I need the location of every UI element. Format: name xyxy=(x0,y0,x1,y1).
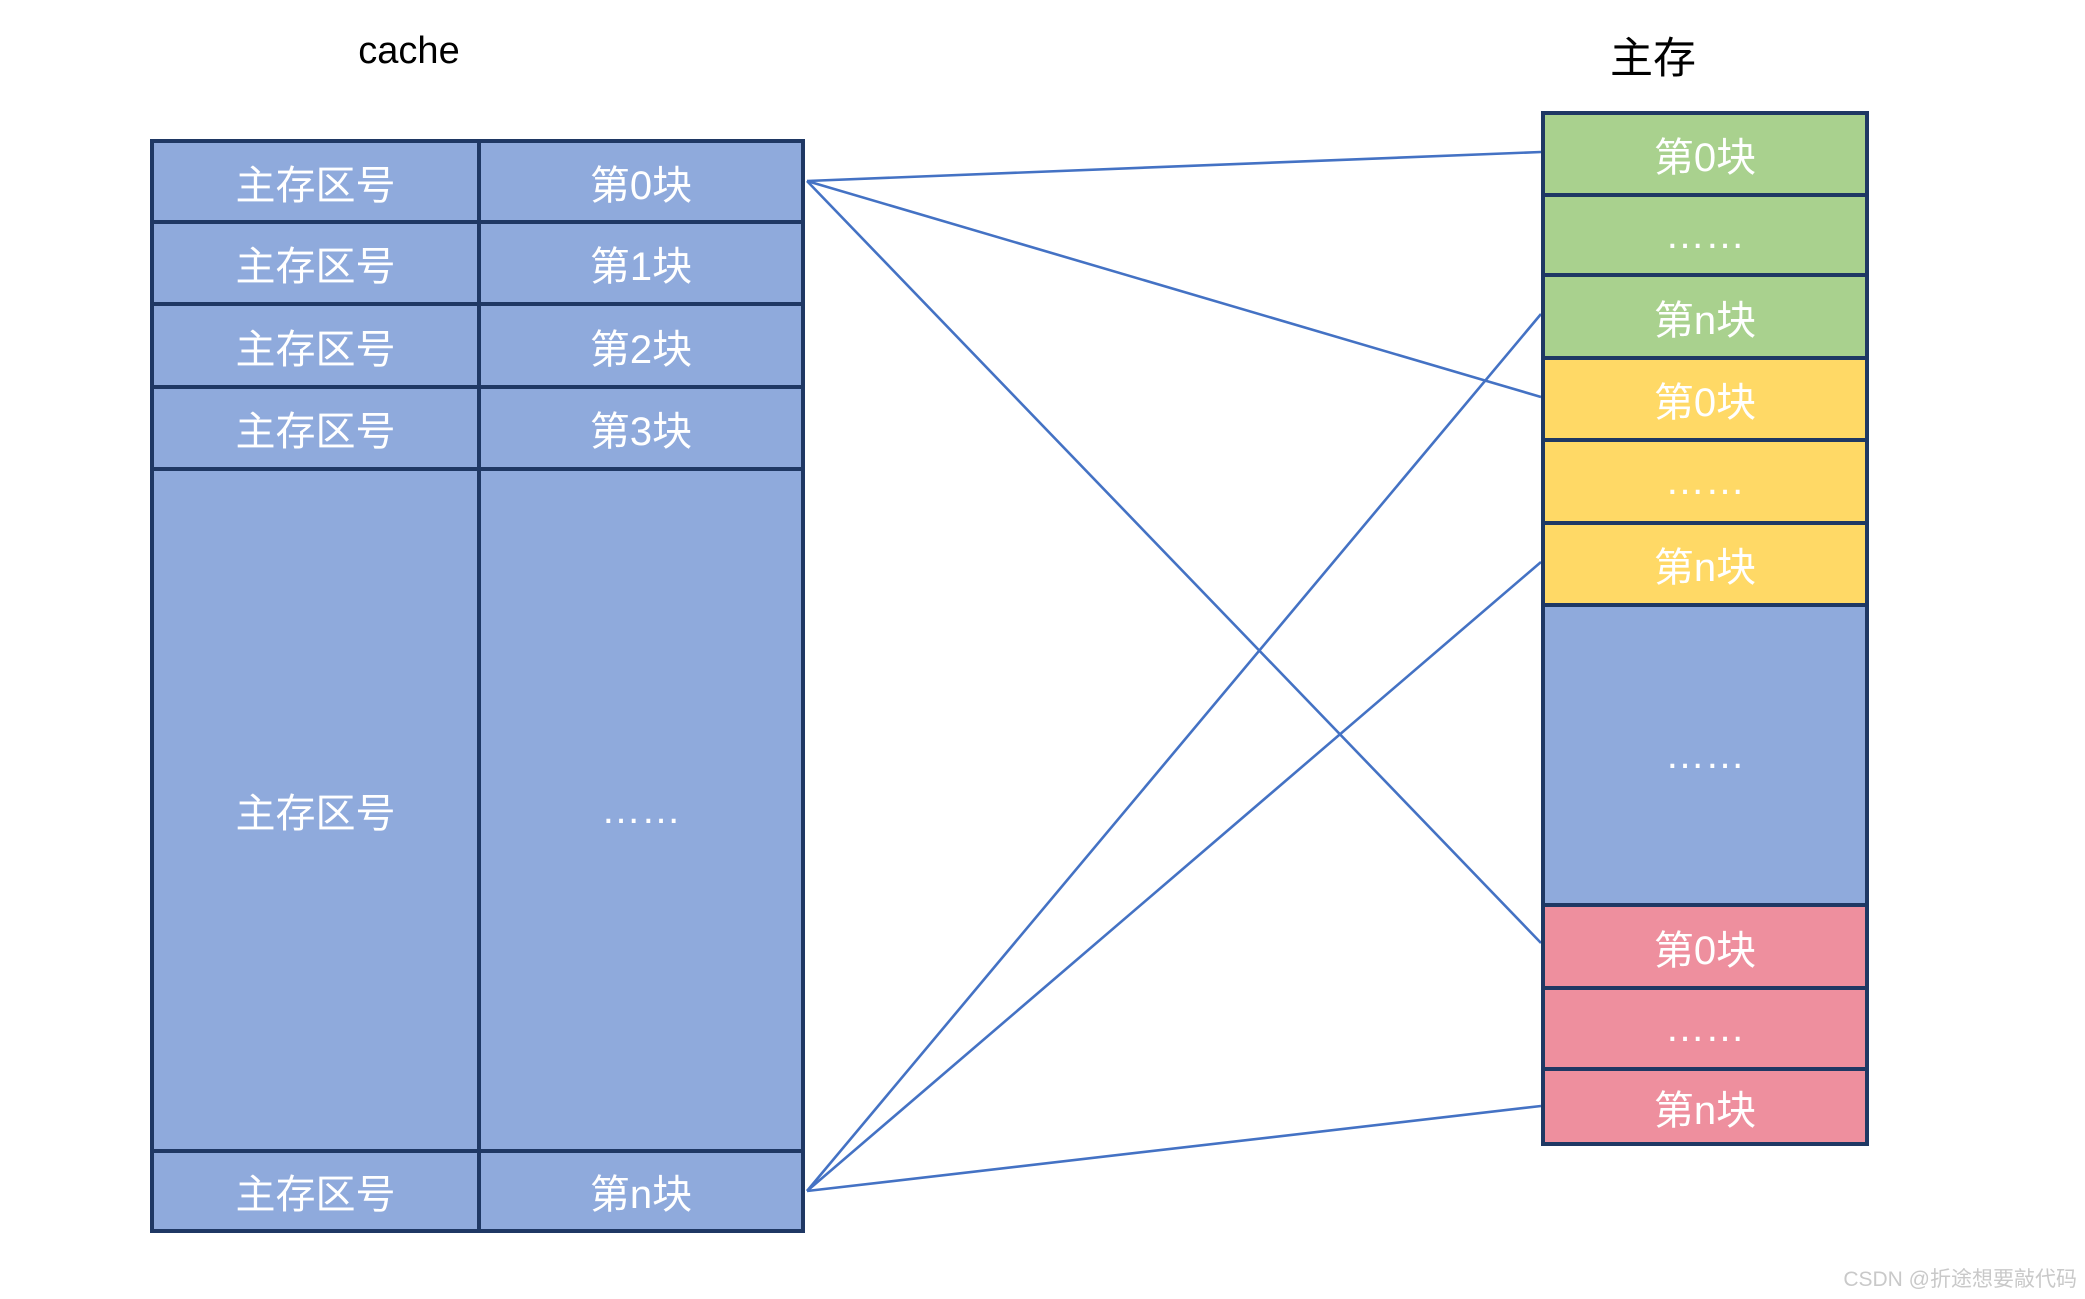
cache-block-label: 第1块 xyxy=(589,245,693,289)
cache-block-label: 第2块 xyxy=(589,327,693,372)
memory-pink-block-0: 第0块 xyxy=(1545,907,1865,990)
memory-yellow-block-0: 第0块 xyxy=(1545,360,1865,442)
memory-green-block-0: 第0块 xyxy=(1545,115,1865,197)
cache-row-block-1: 主存区号 第1块 xyxy=(154,224,801,306)
memory-yellow-block-n: 第n块 xyxy=(1545,525,1865,607)
mapping-line-cache-block-0-to-memory-yellow-block-0 xyxy=(806,179,1542,399)
cache-title: cache xyxy=(358,30,460,72)
mapping-line-cache-block-n-to-memory-pink-block-n xyxy=(806,1104,1542,1193)
memory-blue-ellipsis: …… xyxy=(1545,607,1865,907)
cache-area-label: 主存区号 xyxy=(154,389,481,467)
mapping-line-cache-block-0-to-memory-green-block-0 xyxy=(806,150,1542,183)
main-memory-column: 第0块 …… 第n块 第0块 …… 第n块 …… 第0块 …… 第n块 xyxy=(1541,111,1869,1146)
cache-row-ellipsis: 主存区号 …… xyxy=(154,471,801,1153)
cache-row-block-n: 主存区号 第n块 xyxy=(154,1153,801,1229)
cache-block-label: 第0块 xyxy=(589,163,693,208)
cache-block-label: 第3块 xyxy=(589,410,693,454)
main-memory-title: 主存 xyxy=(1610,35,1696,83)
memory-green-block-n: 第n块 xyxy=(1545,277,1865,360)
cache-area-label: 主存区号 xyxy=(154,143,481,220)
cache-row-block-2: 主存区号 第2块 xyxy=(154,306,801,389)
cache-area-label: 主存区号 xyxy=(154,224,481,302)
memory-yellow-ellipsis: …… xyxy=(1545,442,1865,525)
csdn-watermark: CSDN @折途想要敲代码 xyxy=(1843,1268,2077,1291)
cache-table: 主存区号 第0块 主存区号 第1块 主存区号 第2块 主存区号 第3块 主存区号… xyxy=(150,139,805,1233)
cache-area-label: 主存区号 xyxy=(154,1153,481,1229)
cache-block-label: …… xyxy=(601,787,681,832)
cache-area-label: 主存区号 xyxy=(154,306,481,385)
mapping-line-cache-block-n-to-memory-green-block-n xyxy=(806,313,1542,1192)
memory-pink-ellipsis: …… xyxy=(1545,990,1865,1071)
cache-block-label: 第n块 xyxy=(589,1173,693,1217)
cache-row-block-0: 主存区号 第0块 xyxy=(154,143,801,224)
mapping-line-cache-block-0-to-memory-pink-block-0 xyxy=(806,180,1542,944)
memory-pink-block-n: 第n块 xyxy=(1545,1071,1865,1142)
mapping-line-cache-block-n-to-memory-yellow-block-n xyxy=(806,561,1542,1192)
cache-row-block-3: 主存区号 第3块 xyxy=(154,389,801,471)
cache-area-label: 主存区号 xyxy=(154,471,481,1149)
memory-green-ellipsis: …… xyxy=(1545,197,1865,277)
